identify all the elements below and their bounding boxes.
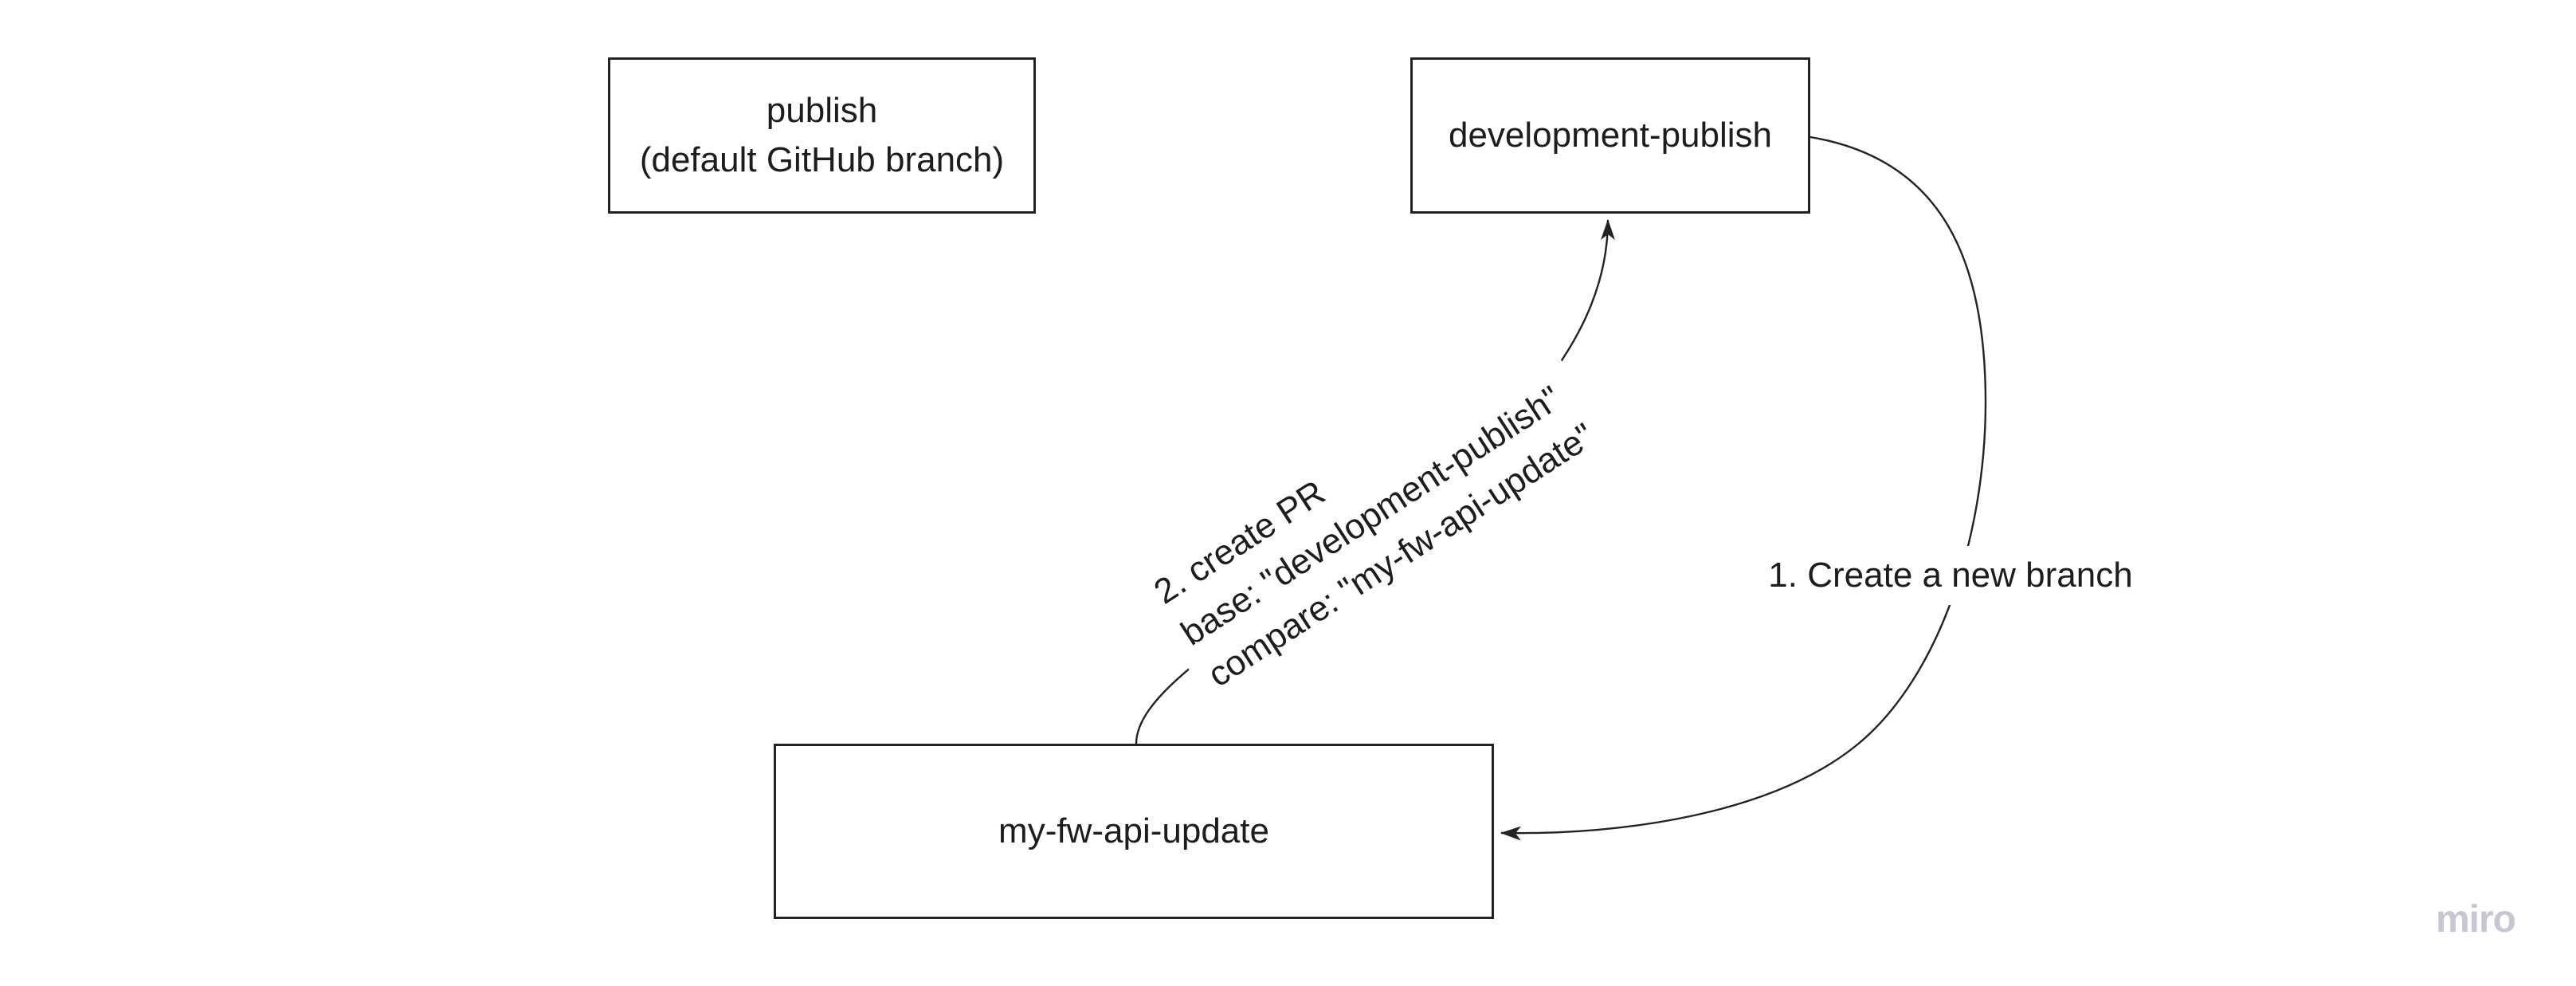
node-my-fw-api-update-label: my-fw-api-update: [998, 811, 1269, 850]
node-publish[interactable]: publish (default GitHub branch): [608, 57, 1036, 214]
node-my-fw-api-update[interactable]: my-fw-api-update: [774, 744, 1494, 919]
connector-label-create-pr[interactable]: 2. create PR base: "development-publish"…: [1129, 316, 1620, 713]
node-publish-label-line2: (default GitHub branch): [639, 140, 1005, 179]
miro-watermark-logo: miro: [2435, 898, 2516, 941]
node-development-publish-label: development-publish: [1448, 116, 1773, 155]
node-publish-label-line1: publish: [766, 91, 878, 130]
connector-label-create-branch[interactable]: 1. Create a new branch: [1755, 546, 2146, 605]
node-development-publish[interactable]: development-publish: [1410, 57, 1810, 214]
connector-create-branch[interactable]: [1500, 136, 1987, 841]
create-pr-line2: base: "development-publish": [1174, 378, 1568, 654]
